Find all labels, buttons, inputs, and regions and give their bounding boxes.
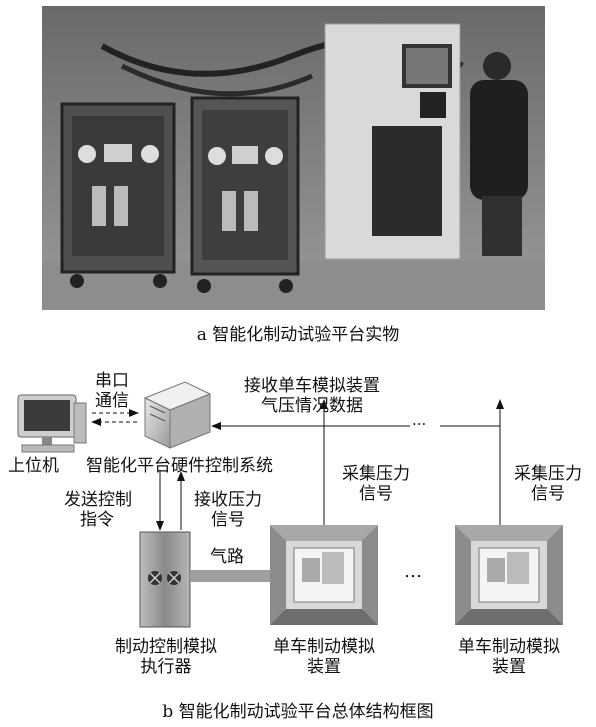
caption-a: a 智能化制动试验平台实物 <box>196 325 400 345</box>
actuator-box <box>139 531 191 628</box>
unit1-label-2: 装置 <box>307 657 341 677</box>
receive-data-label-1: 接收单车模拟装置 <box>244 376 380 396</box>
platform-photo <box>42 6 545 310</box>
caption-b: b 智能化制动试验平台总体结构框图 <box>162 702 434 722</box>
host-label: 上位机 <box>8 456 59 476</box>
air-pipe <box>190 570 270 582</box>
airway-label: 气路 <box>210 547 244 567</box>
brake-unit-2 <box>455 525 563 625</box>
serial-label-1: 串口 <box>95 371 129 391</box>
computer-icon <box>17 394 87 453</box>
collect-label-b-2: 信号 <box>531 484 565 504</box>
send-control-label-2: 指令 <box>80 510 114 530</box>
bus-ellipsis: ··· <box>412 415 427 433</box>
receive-data-label-2: 气压情况数据 <box>261 396 363 416</box>
unit1-label-1: 单车制动模拟 <box>273 637 375 657</box>
collect-label-2: 信号 <box>359 484 393 504</box>
hw-control-label: 智能化平台硬件控制系统 <box>86 456 273 476</box>
unit2-label-1: 单车制动模拟 <box>458 637 560 657</box>
receive-pressure-label-2: 信号 <box>211 510 245 530</box>
receive-pressure-label-1: 接收压力 <box>194 490 262 510</box>
send-control-label-1: 发送控制 <box>64 490 132 510</box>
collect-label-b-1: 采集压力 <box>514 464 582 484</box>
serial-label-2: 通信 <box>95 391 129 411</box>
units-ellipsis: … <box>404 561 422 582</box>
collect-label-1: 采集压力 <box>342 464 410 484</box>
unit2-label-2: 装置 <box>492 657 526 677</box>
actuator-label-2: 执行器 <box>140 657 192 677</box>
brake-unit-1 <box>270 525 378 625</box>
actuator-label-1: 制动控制模拟 <box>115 637 217 657</box>
server-icon <box>143 381 212 449</box>
